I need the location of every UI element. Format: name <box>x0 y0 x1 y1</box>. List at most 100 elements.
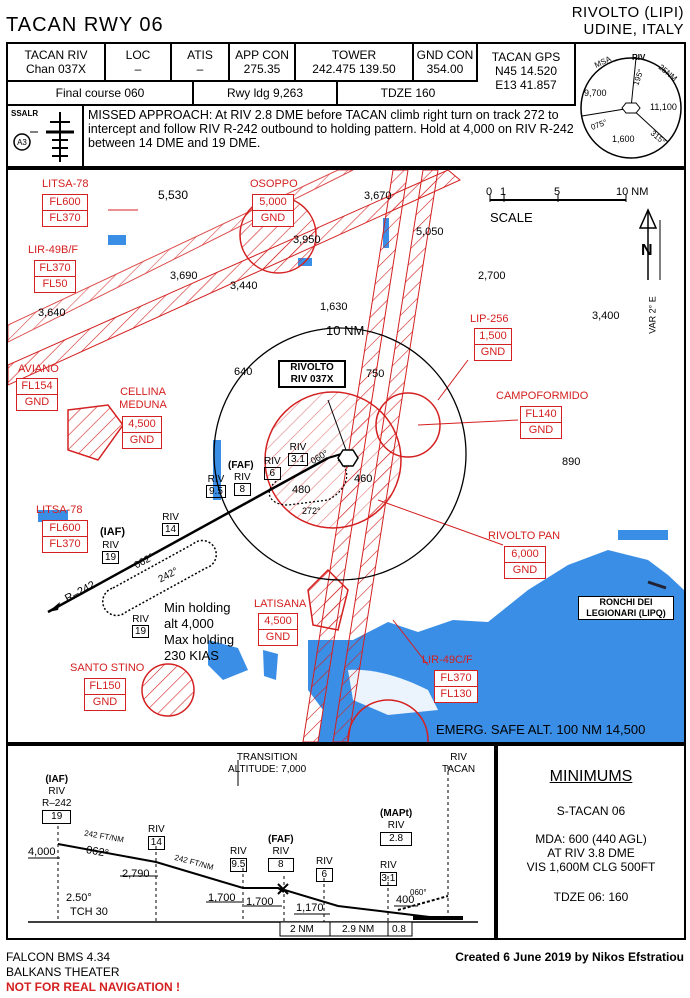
spot-height: 3,950 <box>293 234 321 246</box>
rwy-ldg: Rwy ldg 9,263 <box>194 82 338 106</box>
spot-height: 1,630 <box>320 301 348 313</box>
msa-diagram: MSA RIV 25NM 9,700 11,100 1,600 195° 075… <box>578 46 684 164</box>
spot-height: 3,640 <box>38 307 66 319</box>
airport-location: UDINE, ITALY <box>583 21 684 38</box>
atis-cell: ATIS– <box>172 44 230 82</box>
nav-warning: NOT FOR REAL NAVIGATION ! <box>6 980 180 994</box>
minimums-procedure: S-TACAN 06 <box>556 804 626 818</box>
final-course: Final course 060 <box>8 82 194 106</box>
svg-text:1,600: 1,600 <box>612 134 635 144</box>
airport-header: RIVOLTO (LIPI) UDINE, ITALY <box>572 4 684 38</box>
plan-map <box>8 170 684 742</box>
footer-credit: Created 6 June 2019 by Nikos Efstratiou <box>455 950 684 964</box>
variation-label: VAR 2° E <box>647 296 658 334</box>
airspace-name: AVIANO <box>18 363 59 375</box>
minimums-at: AT RIV 3.8 DME <box>547 846 635 860</box>
alt-400: 400 <box>396 894 415 906</box>
scale-tick-0: 0 <box>486 186 493 198</box>
airspace-name: CAMPOFORMIDO <box>496 390 589 402</box>
alt-1700a: 1,700 <box>208 892 236 904</box>
spot-height: 3,690 <box>170 270 198 282</box>
course-272-label: 272° <box>302 506 321 516</box>
tdze-header: TDZE 160 <box>338 82 478 106</box>
tch: TCH 30 <box>70 906 108 918</box>
footer-left: FALCON BMS 4.34 BALKANS THEATER NOT FOR … <box>6 950 180 995</box>
alt-1170: 1,170 <box>296 902 324 914</box>
spot-height: 640 <box>234 366 253 378</box>
course-060: 060° <box>410 888 427 897</box>
minimums-tdze: TDZE 06: 160 <box>553 890 629 904</box>
airspace-name: RIVOLTO PAN <box>488 530 561 542</box>
spot-height: 3,440 <box>230 280 258 292</box>
plan-view: 0 1 5 10 NM SCALE N VAR 2° E 5,530 3,670… <box>6 168 686 744</box>
alt-1700b: 1,700 <box>246 896 274 908</box>
svg-text:MSA: MSA <box>593 54 613 70</box>
airspace-name: LITSA-78 <box>42 178 89 190</box>
svg-text:RIV: RIV <box>632 53 646 62</box>
minimums-vis: VIS 1,600M CLG 500FT <box>526 860 656 874</box>
airspace-name: LITSA-78 <box>36 504 83 516</box>
north-label: N <box>641 242 653 259</box>
airport-name: RIVOLTO (LIPI) <box>571 4 684 21</box>
airspace-name: OSOPPO <box>250 178 298 190</box>
svg-text:A3: A3 <box>17 138 27 147</box>
svg-text:11,100: 11,100 <box>650 102 677 112</box>
svg-text:315°: 315° <box>649 129 667 147</box>
spot-height: 750 <box>366 368 385 380</box>
sim-version: FALCON BMS 4.34 <box>6 950 111 964</box>
scale-label: SCALE <box>490 210 533 225</box>
spot-height: 2,700 <box>478 270 506 282</box>
alt-2790: 2,790 <box>122 868 150 880</box>
dist-2nm: 2 NM <box>290 924 314 935</box>
ten-nm-ring-label: 10 NM <box>326 323 365 338</box>
minimums-mda: MDA: 600 (440 AGL) <box>535 832 647 846</box>
airspace-name: SANTO STINO <box>70 662 145 674</box>
dist-0.8: 0.8 <box>392 924 406 935</box>
spot-height: 3,670 <box>364 190 392 202</box>
minimums-title: MINIMUMS <box>549 768 633 785</box>
emergency-safe-alt: EMERG. SAFE ALT. 100 NM 14,500 <box>436 722 646 737</box>
approach-lights-icon: SSALR A3 <box>11 109 74 162</box>
svg-text:195°: 195° <box>631 68 645 87</box>
airspace-name: LIR-49B/F <box>28 244 79 256</box>
spot-height: 890 <box>562 456 581 468</box>
spot-height: 5,530 <box>158 188 189 202</box>
spot-height: 5,050 <box>416 226 444 238</box>
airspace-name: LIR-49C/F <box>422 654 473 666</box>
airspace-name: CELLINA MEDUNA <box>119 386 167 411</box>
scale-tick-5: 5 <box>554 186 561 198</box>
dist-2.9nm: 2.9 NM <box>342 924 375 935</box>
svg-text:075°: 075° <box>590 118 609 132</box>
